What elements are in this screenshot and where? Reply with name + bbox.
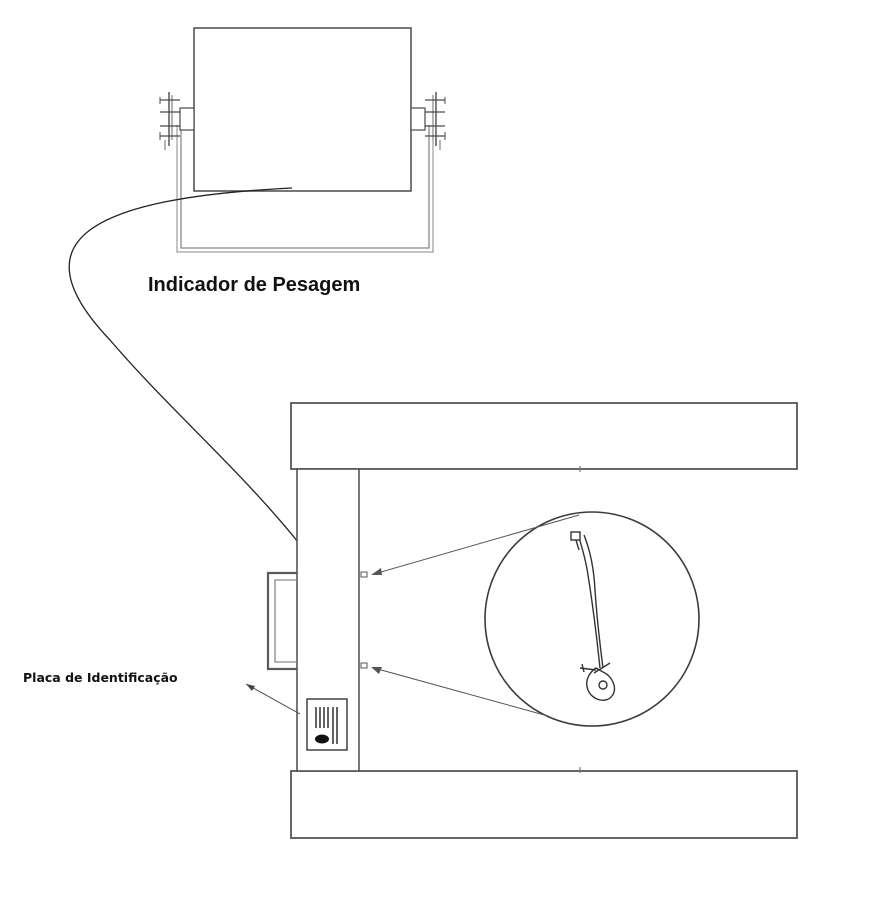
right-mounting-knob xyxy=(410,92,446,150)
detail-leader-lower xyxy=(373,667,549,717)
indicator-bracket xyxy=(180,125,430,249)
platform-handle xyxy=(266,571,297,671)
identification-plate xyxy=(306,698,348,751)
load-cell-marker-upper xyxy=(360,571,368,578)
identification-plate-label: Placa de Identificação xyxy=(23,670,178,685)
detail-circle xyxy=(484,511,700,727)
platform-top-rail xyxy=(290,402,798,470)
indicator-display xyxy=(193,27,412,192)
connection-cable xyxy=(68,187,299,543)
weighing-indicator: Indicador de Pesagem xyxy=(148,27,446,296)
left-mounting-knob xyxy=(159,92,195,150)
identification-plate-callout: Placa de Identificação xyxy=(23,670,301,715)
indicator-label: Indicador de Pesagem xyxy=(148,274,360,296)
platform-bottom-rail xyxy=(290,770,798,839)
detail-leader-upper xyxy=(373,514,580,575)
cable-clip-illustration xyxy=(570,531,616,701)
load-cell-marker-lower xyxy=(360,662,368,669)
weighing-platform xyxy=(266,402,798,839)
load-cell-detail xyxy=(371,511,700,727)
